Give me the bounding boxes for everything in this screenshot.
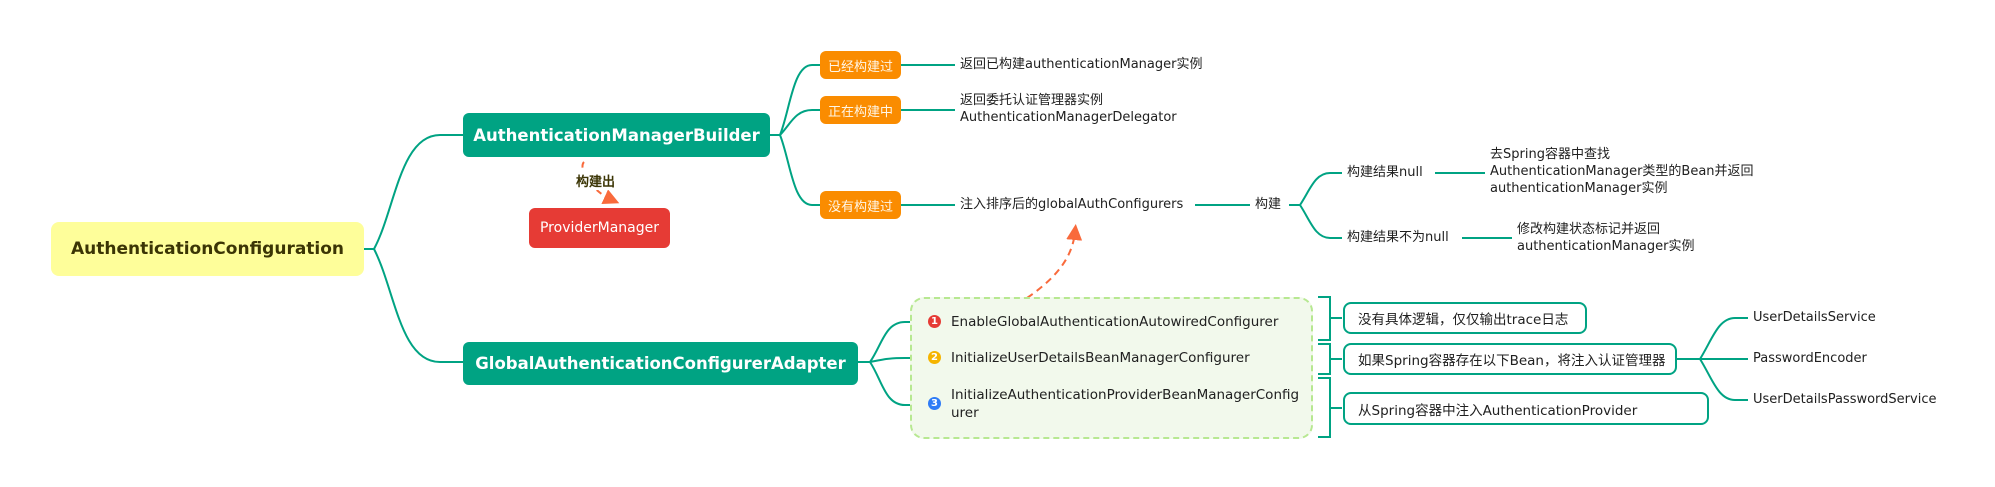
bean-label: UserDetailsService [1753, 310, 1876, 325]
outcome-label: 构建结果不为null [1347, 230, 1449, 245]
state-result-built[interactable]: 返回已构建authenticationManager实例 [960, 56, 1203, 73]
link-build-null [1289, 172, 1342, 206]
state-node-built[interactable]: 已经构建过 [820, 51, 901, 79]
result-line: 修改构建状态标记并返回 [1517, 222, 1661, 237]
configurer-label: InitializeUserDetailsBeanManagerConfigur… [951, 350, 1250, 366]
state-node-building[interactable]: 正在构建中 [820, 96, 901, 124]
number-badge-icon: 2 [928, 351, 941, 364]
link-root-adapter [364, 248, 463, 363]
configurer-item-3[interactable]: 3 InitializeAuthenticationProviderBeanMa… [928, 386, 1299, 422]
relation-label-builds: 构建出 [575, 171, 617, 190]
result-line: 返回已构建authenticationManager实例 [960, 57, 1203, 72]
configurer-label: InitializeAuthenticationProviderBeanMana… [951, 387, 1300, 403]
configurer-item-1[interactable]: 1 EnableGlobalAuthenticationAutowiredCon… [928, 313, 1278, 331]
link-root-builder [364, 134, 463, 250]
outcome-notnull-result[interactable]: 修改构建状态标记并返回 authenticationManager实例 [1517, 221, 1695, 255]
note-conf3[interactable]: 从Spring容器中注入AuthenticationProvider [1343, 392, 1709, 425]
note-conf1[interactable]: 没有具体逻辑，仅仅输出trace日志 [1343, 302, 1587, 334]
link-build-notnull [1289, 204, 1342, 239]
configurer-label: EnableGlobalAuthenticationAutowiredConfi… [951, 314, 1279, 330]
bean-label: PasswordEncoder [1753, 351, 1867, 366]
link-note2-bean1 [1677, 317, 1748, 360]
result-line: authenticationManager实例 [1490, 181, 1668, 196]
root-node[interactable]: AuthenticationConfiguration [51, 222, 364, 276]
bean-user-details-service[interactable]: UserDetailsService [1753, 309, 1876, 326]
builder-node[interactable]: AuthenticationManagerBuilder [463, 113, 770, 157]
relation-arrow-builds [581, 161, 620, 204]
result-line: 去Spring容器中查找 [1490, 147, 1610, 162]
bracket-conf3 [1318, 377, 1342, 438]
bean-user-details-password-service[interactable]: UserDetailsPasswordService [1753, 391, 1936, 408]
state-result-building[interactable]: 返回委托认证管理器实例 AuthenticationManagerDelegat… [960, 92, 1177, 126]
result-line: 返回委托认证管理器实例 [960, 93, 1104, 108]
bean-label: UserDetailsPasswordService [1753, 392, 1937, 407]
link-builder-state2 [770, 109, 822, 136]
configurer-group [910, 297, 1313, 439]
inject-configurers-node[interactable]: 注入排序后的globalAuthConfigurers [960, 196, 1183, 213]
provider-manager-node[interactable]: ProviderManager [529, 208, 670, 248]
configurer-label: urer [951, 405, 979, 421]
link-note2-bean3 [1677, 358, 1748, 401]
build-label: 构建 [1255, 197, 1282, 212]
outcome-label: 构建结果null [1347, 165, 1423, 180]
state-node-not-built[interactable]: 没有构建过 [820, 191, 901, 219]
outcome-null-result[interactable]: 去Spring容器中查找 AuthenticationManager类型的Bea… [1490, 146, 1754, 197]
link-builder-state1 [770, 64, 822, 136]
result-line: 注入排序后的globalAuthConfigurers [960, 197, 1184, 212]
result-line: authenticationManager实例 [1517, 239, 1695, 254]
relation-arrow-inject [1026, 224, 1083, 299]
number-badge-icon: 3 [928, 397, 941, 410]
outcome-notnull-node[interactable]: 构建结果不为null [1347, 229, 1449, 246]
bracket-conf2 [1318, 343, 1342, 375]
bracket-conf1 [1318, 296, 1342, 341]
result-line: AuthenticationManager类型的Bean并返回 [1490, 164, 1754, 179]
number-badge-icon: 1 [928, 315, 941, 328]
outcome-null-node[interactable]: 构建结果null [1347, 164, 1423, 181]
bean-password-encoder[interactable]: PasswordEncoder [1753, 350, 1867, 367]
link-adapter-conf3 [858, 361, 922, 406]
adapter-node[interactable]: GlobalAuthenticationConfigurerAdapter [463, 342, 858, 385]
result-line: AuthenticationManagerDelegator [960, 110, 1177, 125]
note-conf2[interactable]: 如果Spring容器存在以下Bean，将注入认证管理器 [1343, 343, 1677, 375]
build-node[interactable]: 构建 [1255, 196, 1281, 213]
link-builder-state3 [770, 134, 822, 206]
configurer-item-2[interactable]: 2 InitializeUserDetailsBeanManagerConfig… [928, 349, 1250, 367]
